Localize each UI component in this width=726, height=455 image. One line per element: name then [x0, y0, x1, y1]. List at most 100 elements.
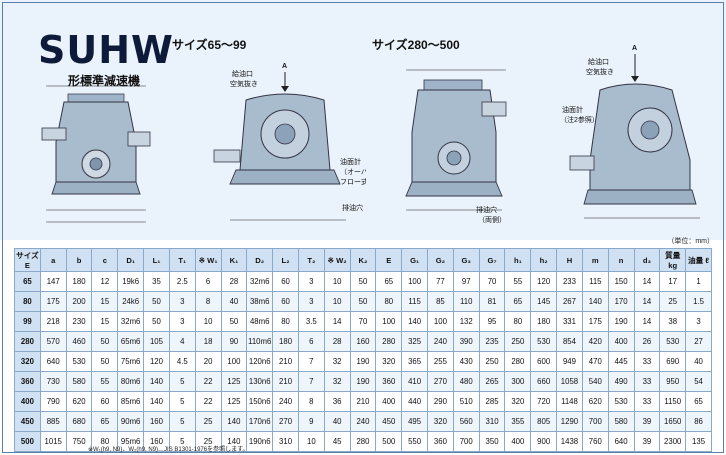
size-cell: 99 [14, 311, 41, 332]
table-cell: 120 [143, 351, 170, 372]
column-header: h₂ [530, 248, 558, 272]
table-cell: 400 [504, 431, 532, 452]
table-cell: 50 [143, 311, 170, 332]
table-cell: 2300 [659, 431, 687, 452]
table-cell: 3 [685, 311, 712, 332]
table-cell: 100 [220, 351, 248, 372]
table-cell: 65 [375, 271, 403, 292]
column-header: E [375, 248, 403, 272]
table-cell: 190 [607, 311, 635, 332]
large-front-view-drawing: A 給油口 空気抜き 油面計 （注2参照） [560, 45, 700, 219]
table-cell: 45 [323, 431, 351, 452]
table-cell: 26 [633, 331, 661, 352]
size-cell: 280 [14, 331, 41, 352]
table-cell: 50 [220, 311, 248, 332]
table-cell: 160 [143, 411, 170, 432]
table-cell: 5 [168, 391, 196, 412]
table-cell: 14 [633, 311, 661, 332]
table-cell: 355 [504, 411, 532, 432]
column-header: G₂ [427, 248, 454, 272]
table-cell: 48m6 [246, 311, 274, 332]
column-header: D₁ [117, 248, 145, 272]
table-cell: 50 [349, 271, 377, 292]
table-cell: 280 [349, 431, 377, 452]
table-cell: 24k6 [117, 291, 145, 312]
view-a-label-1: A [282, 63, 287, 70]
table-cell: 65m6 [117, 331, 145, 352]
table-cell: 132 [452, 311, 480, 332]
column-header: T₁ [168, 248, 196, 272]
table-cell: 190 [349, 371, 377, 392]
table-cell: 50 [91, 331, 119, 352]
table-cell: 490 [607, 371, 635, 392]
large-side-view-drawing: 排油穴 （両側） [405, 69, 507, 224]
table-cell: 600 [530, 351, 558, 372]
table-cell: 60 [272, 271, 299, 292]
table-cell: 50 [349, 291, 377, 312]
table-cell: 7 [297, 371, 325, 392]
table-cell: 250 [504, 331, 532, 352]
oil-inlet-label-2: 給油口 [588, 57, 609, 66]
table-cell: 331 [556, 311, 583, 332]
table-cell: 750 [65, 431, 93, 452]
table-cell: 36 [323, 391, 351, 412]
table-cell: 38m6 [246, 291, 274, 312]
size-cell: 320 [14, 351, 41, 372]
table-cell: 460 [65, 331, 93, 352]
column-header: G₁ [401, 248, 428, 272]
table-cell: 200 [65, 291, 93, 312]
table-cell: 445 [607, 351, 635, 372]
table-cell: 40 [323, 411, 351, 432]
table-cell: 1148 [556, 391, 583, 412]
table-cell: 1650 [659, 411, 687, 432]
table-cell: 420 [581, 331, 609, 352]
table-cell: 500 [375, 431, 403, 452]
table-cell: 8 [297, 391, 325, 412]
table-cell: 65 [685, 391, 712, 412]
model-subtitle: 形標準減速機 [68, 74, 141, 88]
table-cell: 28 [220, 271, 248, 292]
table-cell: 140 [143, 371, 170, 392]
table-cell: 6 [297, 331, 325, 352]
table-cell: 50 [143, 291, 170, 312]
table-cell: 95m6 [117, 431, 145, 452]
table-cell: 280 [504, 351, 532, 372]
table-cell: 530 [530, 331, 558, 352]
table-cell: 22 [194, 371, 222, 392]
oil-gauge-label-1: 油面計 [340, 157, 361, 166]
column-header: n [607, 248, 635, 272]
table-cell: 100 [401, 271, 428, 292]
table-cell: 80 [375, 291, 403, 312]
table-cell: 6 [194, 271, 222, 292]
table-cell: 147 [39, 271, 67, 292]
table-cell: 100 [375, 311, 403, 332]
table-cell: 660 [530, 371, 558, 392]
table-cell: 32m6 [117, 311, 145, 332]
table-cell: 86 [685, 411, 712, 432]
table-cell: 39 [633, 411, 661, 432]
table-cell: 240 [272, 391, 299, 412]
table-cell: 70 [478, 271, 506, 292]
table-cell: 180 [65, 271, 93, 292]
table-cell: 320 [375, 351, 403, 372]
table-cell: 360 [375, 371, 403, 392]
table-cell: 450 [375, 411, 403, 432]
table-cell: 15 [91, 311, 119, 332]
table-cell: 120n6 [246, 351, 274, 372]
table-cell: 680 [65, 411, 93, 432]
table-cell: 233 [556, 271, 583, 292]
oil-gauge-label-2: 油面計 [562, 105, 583, 114]
table-cell: 530 [659, 331, 687, 352]
table-cell: 22 [194, 391, 222, 412]
table-cell: 360 [427, 431, 454, 452]
table-cell: 77 [427, 271, 454, 292]
table-cell: 4.5 [168, 351, 196, 372]
size-cell: 500 [14, 431, 41, 452]
table-cell: 170n6 [246, 411, 274, 432]
table-cell: 180 [272, 331, 299, 352]
table-cell: 210 [272, 351, 299, 372]
